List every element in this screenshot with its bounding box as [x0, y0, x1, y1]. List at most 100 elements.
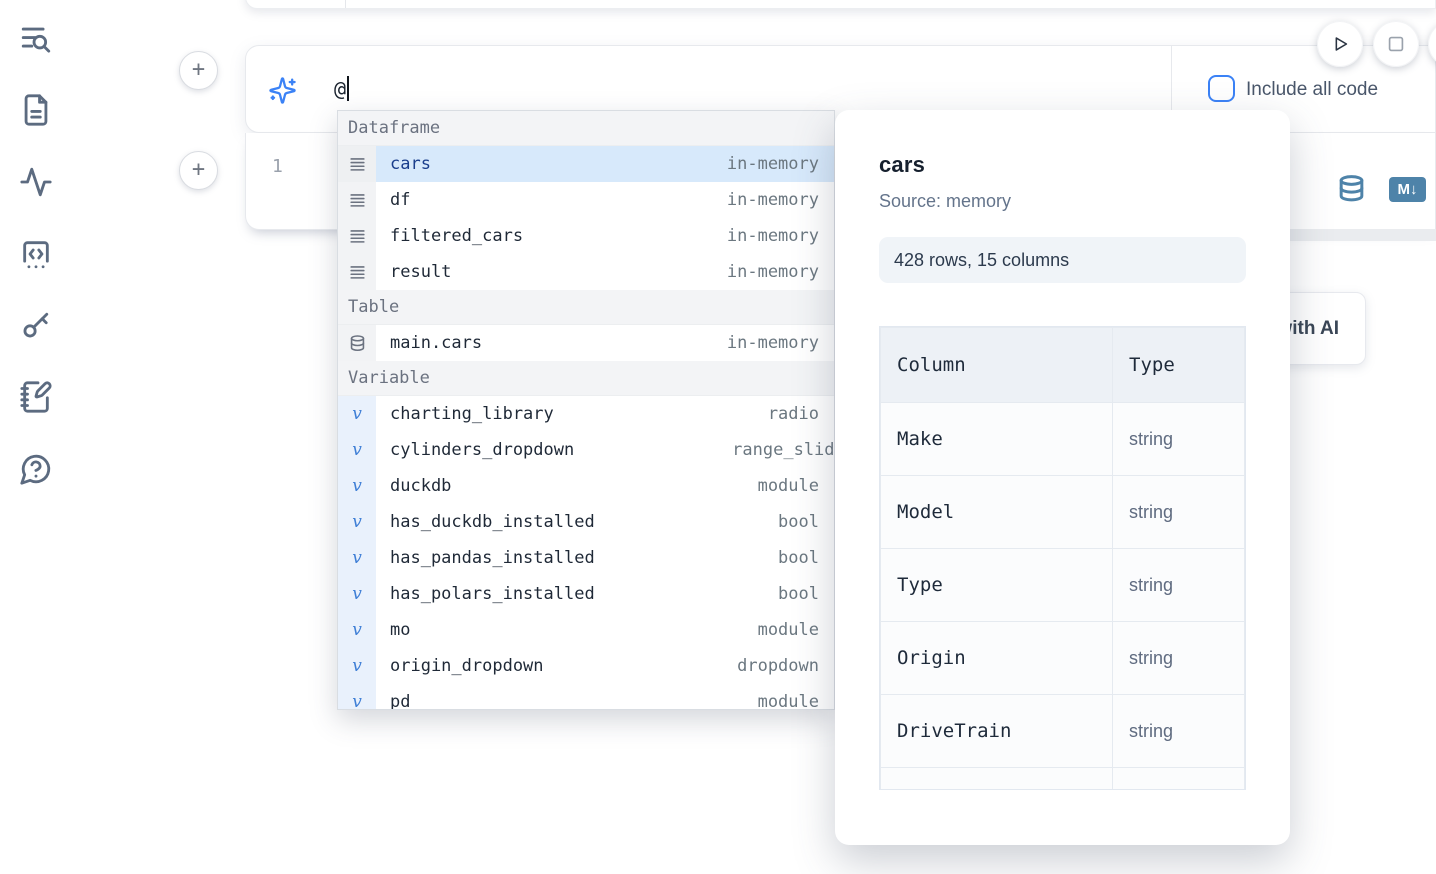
variable-icon: v: [352, 548, 362, 568]
variable-icon: v: [352, 620, 362, 640]
schema-column-name: Origin: [880, 621, 1113, 695]
completion-type: bool: [778, 512, 819, 532]
autocomplete-section-header: Table: [338, 290, 834, 325]
completion-type: range_slider: [732, 440, 835, 460]
autocomplete-item-has_pandas_installed[interactable]: v has_pandas_installed bool: [338, 540, 834, 576]
dataframe-detail-popup: cars Source: memory 428 rows, 15 columns…: [835, 110, 1290, 845]
schema-column-type: string: [1112, 475, 1245, 549]
variable-icon: v: [338, 468, 376, 504]
sidebar-item-files[interactable]: [19, 93, 53, 127]
schema-row-partial: [880, 767, 1245, 789]
popup-source: Source: memory: [879, 191, 1012, 211]
completion-name: pd: [390, 692, 411, 710]
sparkles-ai-icon: [268, 76, 297, 105]
completion-type: in-memory: [726, 226, 819, 246]
completion-name: origin_dropdown: [390, 656, 544, 676]
variable-icon: v: [338, 684, 376, 710]
key-icon: [19, 308, 53, 342]
schema-column-name: [880, 767, 1113, 789]
extra-cell-button[interactable]: [1428, 21, 1436, 67]
markdown-output-badge[interactable]: M↓: [1389, 177, 1426, 202]
dataframe-rows-icon: [338, 182, 376, 218]
run-cell-button[interactable]: [1317, 21, 1363, 67]
schema-column-name: DriveTrain: [880, 694, 1113, 768]
line-number: 1: [272, 156, 283, 177]
sql-engine-database-icon[interactable]: [1336, 174, 1367, 205]
variable-icon: v: [338, 612, 376, 648]
database-icon: [338, 325, 376, 361]
schema-column-type: string: [1112, 548, 1245, 622]
completion-name: filtered_cars: [390, 226, 524, 246]
completion-name: df: [390, 190, 411, 210]
completion-name: result: [390, 262, 452, 282]
autocomplete-item-cars[interactable]: cars in-memory: [338, 146, 834, 182]
schema-column-type: string: [1112, 694, 1245, 768]
dataframe-rows-icon: [338, 254, 376, 290]
cell-gutter-divider: [345, 0, 346, 8]
variable-icon: v: [352, 512, 362, 532]
schema-header-cell: Column: [880, 327, 1113, 403]
autocomplete-item-filtered_cars[interactable]: filtered_cars in-memory: [338, 218, 834, 254]
completion-type: bool: [778, 548, 819, 568]
add-cell-below-button[interactable]: +: [179, 151, 218, 190]
dataframe-rows-icon: [338, 146, 376, 182]
sidebar-item-tracebacks[interactable]: [19, 165, 53, 199]
variable-icon: v: [338, 540, 376, 576]
variable-icon: v: [352, 692, 362, 710]
variable-icon: v: [352, 404, 362, 424]
sidebar-item-snippets[interactable]: [19, 237, 53, 271]
text-cursor: [347, 76, 350, 101]
help-chat-icon: [19, 452, 53, 486]
popup-shape-badge: 428 rows, 15 columns: [879, 237, 1246, 283]
code-cell-icon: [19, 237, 53, 271]
popup-title: cars: [879, 152, 926, 177]
completion-name: duckdb: [390, 476, 452, 496]
sidebar-item-toc[interactable]: [19, 22, 53, 56]
variable-icon: v: [338, 396, 376, 432]
completion-type: in-memory: [726, 333, 819, 353]
add-cell-above-button[interactable]: +: [179, 51, 218, 90]
sidebar-item-secrets[interactable]: [19, 308, 53, 342]
stop-cell-button[interactable]: [1373, 21, 1419, 67]
sidebar-item-scratchpad[interactable]: [19, 380, 53, 414]
variable-icon: v: [352, 584, 362, 604]
variable-icon: v: [352, 656, 362, 676]
autocomplete-section-header: Variable: [338, 361, 834, 396]
variable-icon: v: [338, 432, 376, 468]
toc-search-icon: [19, 22, 53, 56]
completion-name: cars: [390, 154, 431, 174]
schema-header-cell: Type: [1112, 327, 1245, 403]
completion-name: has_pandas_installed: [390, 548, 595, 568]
completion-name: charting_library: [390, 404, 554, 424]
document-icon: [19, 93, 53, 127]
ai-prompt-input[interactable]: @: [334, 76, 350, 101]
completion-type: in-memory: [726, 154, 819, 174]
sidebar-item-help[interactable]: [19, 452, 53, 486]
autocomplete-item-duckdb[interactable]: v duckdb module: [338, 468, 834, 504]
variable-icon: v: [352, 476, 362, 496]
autocomplete-section-header: Dataframe: [338, 111, 834, 146]
schema-column-name: Model: [880, 475, 1113, 549]
schema-column-name: Make: [880, 402, 1113, 476]
scratchpad-icon: [19, 380, 53, 414]
include-all-code-checkbox[interactable]: [1208, 75, 1235, 102]
previous-cell-edge: [245, 0, 1436, 9]
completion-type: module: [757, 476, 819, 496]
